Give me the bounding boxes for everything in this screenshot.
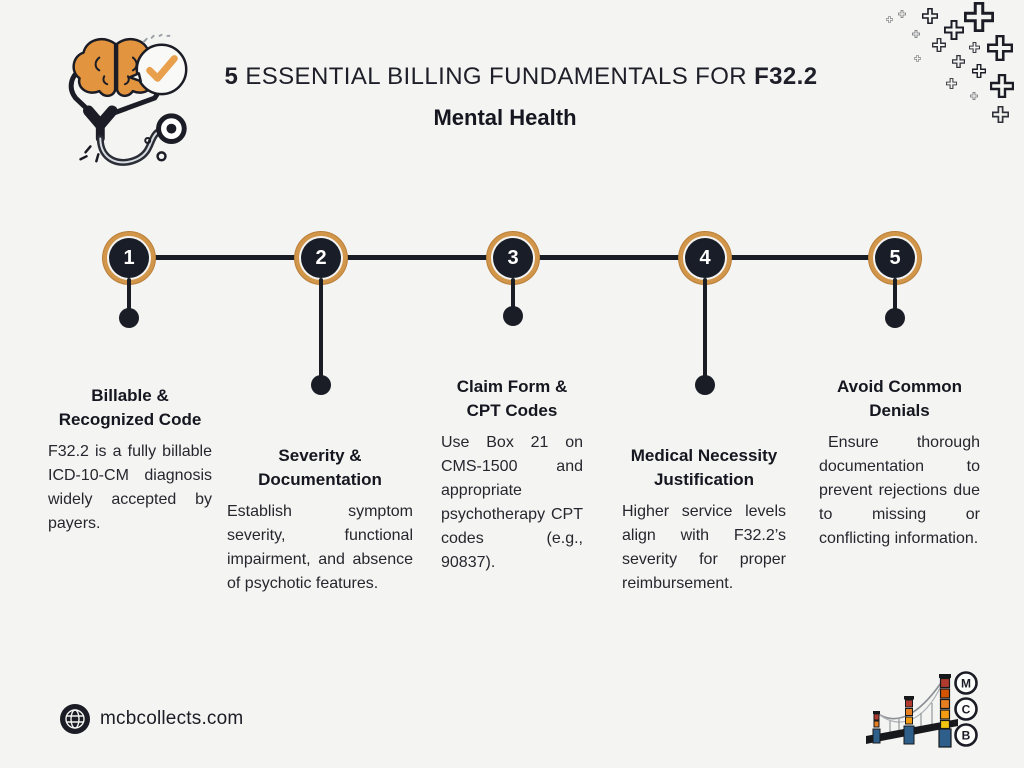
step-heading-line2: Justification xyxy=(653,470,755,489)
timeline-node-1: 1 xyxy=(109,238,149,278)
logo-letter-m: M xyxy=(961,677,971,691)
timeline-node-2: 2 xyxy=(301,238,341,278)
website-footer: mcbcollects.com xyxy=(60,704,243,734)
step-heading: Claim Form & CPT Codes xyxy=(441,375,583,423)
timeline-connector-2 xyxy=(319,278,323,379)
title-code: F32.2 xyxy=(754,63,818,90)
timeline-dot-4 xyxy=(695,375,715,395)
timeline-node-number: 5 xyxy=(889,246,901,269)
step-body: F32.2 is a fully billable ICD-10-CM diag… xyxy=(48,443,212,532)
website-url: mcbcollects.com xyxy=(100,708,244,729)
timeline-dot-5 xyxy=(885,308,905,328)
step-body: Ensure thorough documentation to prevent… xyxy=(819,434,980,547)
step-heading: Avoid Common Denials xyxy=(819,375,980,423)
medical-crosses-decoration xyxy=(886,2,1014,123)
step-block-5: Avoid Common Denials Ensure thorough doc… xyxy=(819,375,980,551)
timeline-node-4: 4 xyxy=(685,238,725,278)
timeline-connector-4 xyxy=(703,278,707,379)
step-body: Use Box 21 on CMS-1500 and appropriate p… xyxy=(441,434,583,571)
globe-icon xyxy=(60,704,90,734)
step-block-3: Claim Form & CPT Codes Use Box 21 on CMS… xyxy=(441,375,583,575)
timeline-connector-5 xyxy=(893,278,897,312)
step-heading-line2: CPT Codes xyxy=(466,401,558,420)
step-heading-line1: Claim Form & xyxy=(456,377,568,396)
timeline-dot-3 xyxy=(503,306,523,326)
step-heading-line1: Billable & xyxy=(91,386,169,405)
step-heading-line1: Medical Necessity xyxy=(630,446,778,465)
title-number: 5 xyxy=(224,63,239,90)
step-heading-line2: Documentation xyxy=(258,470,382,489)
title-main: ESSENTIAL BILLING FUNDAMENTALS FOR xyxy=(245,63,748,90)
step-heading: Medical Necessity Justification xyxy=(622,444,786,492)
step-block-1: Billable & Recognized Code F32.2 is a fu… xyxy=(48,384,212,536)
timeline-node-5: 5 xyxy=(875,238,915,278)
step-block-4: Medical Necessity Justification Higher s… xyxy=(622,444,786,596)
logo-letter-c: C xyxy=(962,703,971,717)
timeline-node-number: 4 xyxy=(699,246,711,269)
timeline-node-number: 3 xyxy=(507,246,519,269)
step-block-2: Severity & Documentation Establish sympt… xyxy=(227,444,413,596)
step-heading-line1: Severity & xyxy=(278,446,362,465)
logo-letter-b: B xyxy=(962,729,971,743)
timeline-dot-2 xyxy=(311,375,331,395)
step-heading-line1: Avoid Common xyxy=(837,377,962,396)
timeline-node-number: 1 xyxy=(123,246,135,269)
timeline-connector-1 xyxy=(127,278,131,312)
step-heading: Severity & Documentation xyxy=(227,444,413,492)
step-body: Establish symptom severity, functional i… xyxy=(227,503,413,592)
page-subtitle: Mental Health xyxy=(433,105,577,130)
brain-stethoscope-icon xyxy=(68,33,188,166)
timeline-node-number: 2 xyxy=(315,246,327,269)
step-heading-line2: Denials xyxy=(869,401,930,420)
timeline-node-3: 3 xyxy=(493,238,533,278)
step-body: Higher service levels align with F32.2’s… xyxy=(622,503,786,592)
timeline-dot-1 xyxy=(119,308,139,328)
timeline-connector-3 xyxy=(511,278,515,312)
step-heading: Billable & Recognized Code xyxy=(48,384,212,432)
mcb-logo: M C B xyxy=(866,671,978,748)
step-heading-line2: Recognized Code xyxy=(58,410,202,429)
page-title: 5 ESSENTIAL BILLING FUNDAMENTALS FOR F32… xyxy=(160,63,882,91)
